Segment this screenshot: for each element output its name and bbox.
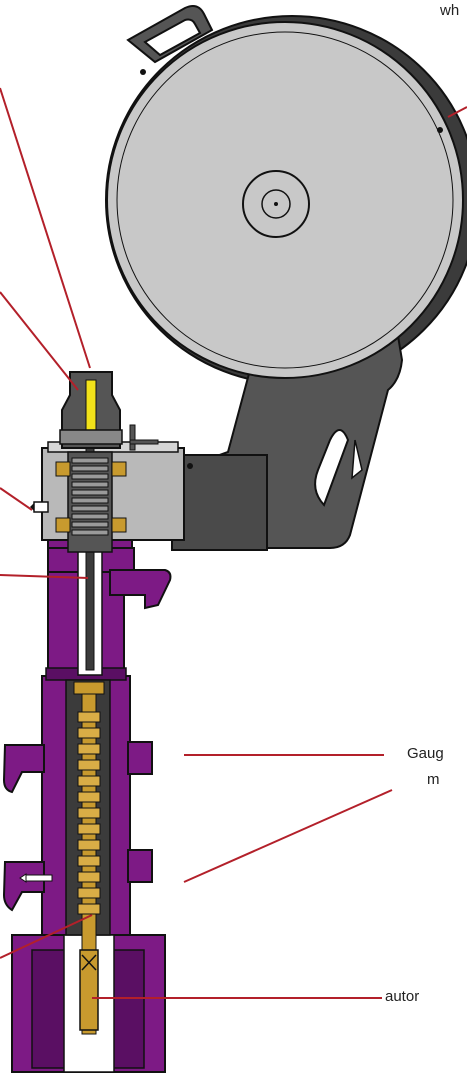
left-fitting-lower — [2, 861, 45, 912]
disc-hub-outer — [242, 170, 310, 238]
right-fitting-lower — [127, 849, 153, 883]
callout-bottom-right: autor — [385, 988, 420, 1005]
disc-hub-center — [274, 202, 278, 206]
spring-coils — [71, 457, 109, 536]
disc-face — [106, 21, 464, 379]
lever-pin — [129, 424, 136, 451]
arm-block — [171, 454, 268, 551]
left-fitting-upper — [2, 744, 45, 794]
gold-nut-left-2 — [55, 517, 71, 533]
right-fitting-upper — [127, 741, 153, 775]
disc-rim-screw — [140, 69, 146, 75]
top-nut — [59, 429, 123, 445]
callout-top-right: wh — [440, 2, 460, 19]
screw-head — [73, 681, 105, 695]
screw-threads — [77, 711, 101, 915]
upper-tap — [109, 569, 172, 610]
valve-cross — [81, 954, 97, 971]
valve-tip — [79, 949, 99, 1031]
disc-handle-slot — [143, 18, 202, 57]
gold-nut-right-2 — [111, 517, 127, 533]
disc-hub-inner — [261, 189, 291, 219]
arm-slot-2 — [351, 439, 363, 480]
disc-inner-ring — [116, 31, 454, 369]
arm-screw — [187, 463, 193, 469]
left-fitting-pin — [25, 874, 53, 882]
arm-slot — [314, 429, 350, 507]
side-screw-tip — [30, 503, 34, 511]
yellow-insert — [85, 379, 97, 433]
left-fitting-pin-tip — [19, 873, 27, 883]
gold-nut-right — [111, 461, 127, 477]
callout-gauge-line2: m — [427, 771, 440, 788]
callout-gauge-line1: Gaug — [407, 745, 444, 762]
gold-nut-left — [55, 461, 71, 477]
side-screw — [33, 501, 49, 513]
lever-arm — [129, 439, 159, 445]
disc-rim-screw-2 — [437, 127, 443, 133]
leader-lines — [0, 87, 467, 999]
